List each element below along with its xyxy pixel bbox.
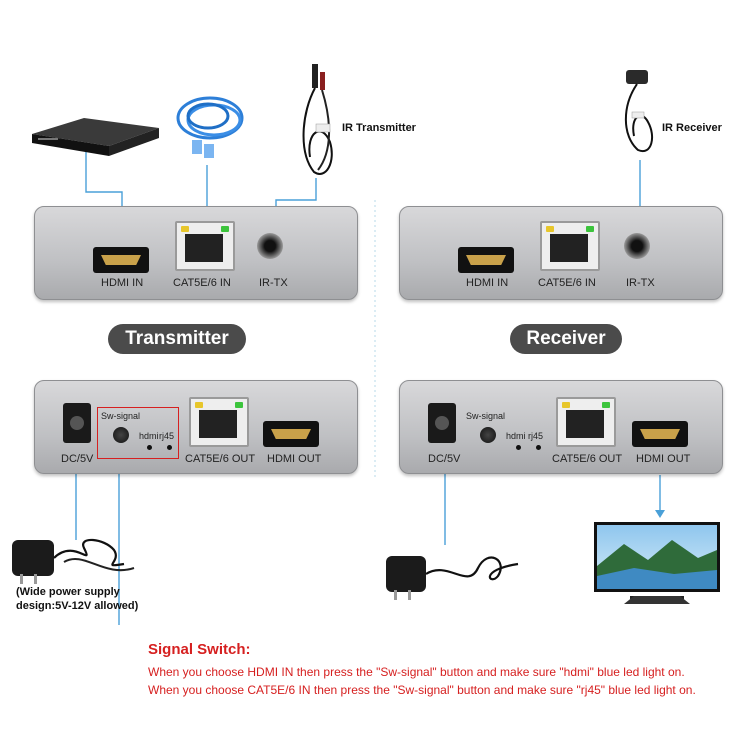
hdmi-out-label: HDMI OUT [267,453,322,465]
power-adapter-rx-image [386,556,519,600]
power-note-line2: design:5V-12V allowed) [16,600,139,612]
hdmi-in-port [458,247,514,273]
hdmi-led [516,445,521,450]
cat-in-label: CAT5E/6 IN [538,277,596,289]
dc-label: DC/5V [428,453,461,465]
sw-signal-label: Sw-signal [101,411,141,421]
dc-jack [63,403,91,443]
hdmi-in-label: HDMI IN [101,277,144,289]
ethernet-cable-image [176,96,244,158]
transmitter-input-panel: HDMI IN CAT5E/6 IN IR-TX [34,206,358,300]
receiver-title: Receiver [510,324,622,354]
rj45-led [536,445,541,450]
hdmi-in-label: HDMI IN [466,277,509,289]
rj45-led-label: rj45 [528,431,544,441]
ir-transmitter-cable-image [302,64,333,175]
signal-switch-line2: When you choose CAT5E/6 IN then press th… [148,683,696,697]
arrow-head-tv [655,510,665,518]
rj45-led-label: rj45 [159,431,175,441]
dc-label: DC/5V [61,453,94,465]
dc-jack [428,403,456,443]
ir-receiver-label: IR Receiver [662,122,722,134]
cat-out-port [189,397,249,447]
hdmi-out-port [263,421,319,447]
signal-switch-title: Signal Switch: [148,641,251,658]
sw-signal-label: Sw-signal [466,411,506,421]
receiver-input-panel: HDMI IN CAT5E/6 IN IR-TX [399,206,723,300]
cat-in-port [175,221,235,271]
hdmi-in-port [93,247,149,273]
hdmi-out-label: HDMI OUT [636,453,691,465]
power-note-line1: (Wide power supply [16,586,120,598]
tv-image [594,522,720,604]
ir-receiver-cable-image [624,70,654,153]
hdmi-led-label: hdmi [139,431,159,441]
sw-signal-highlight [97,407,179,459]
ir-tx-jack [624,233,650,259]
ir-tx-label: IR-TX [259,277,288,289]
receiver-output-panel: Sw-signal hdmi rj45 DC/5V CAT5E/6 OUT HD… [399,380,723,474]
dvd-player-image [32,118,159,156]
rj45-led [167,445,172,450]
sw-signal-button[interactable] [113,427,129,443]
hdmi-led-label: hdmi [506,431,526,441]
cat-in-port [540,221,600,271]
ir-tx-jack [257,233,283,259]
ir-tx-label: IR-TX [626,277,655,289]
sw-signal-button[interactable] [480,427,496,443]
hdmi-led [147,445,152,450]
ir-transmitter-label: IR Transmitter [342,122,416,134]
power-adapter-tx-image [12,538,135,584]
transmitter-output-panel: Sw-signal hdmi rj45 DC/5V CAT5E/6 OUT HD… [34,380,358,474]
signal-switch-line1: When you choose HDMI IN then press the "… [148,665,685,679]
cat-out-label: CAT5E/6 OUT [552,453,623,465]
hdmi-out-port [632,421,688,447]
transmitter-title: Transmitter [108,324,246,354]
cat-out-port [556,397,616,447]
cat-out-label: CAT5E/6 OUT [185,453,256,465]
cat-in-label: CAT5E/6 IN [173,277,231,289]
